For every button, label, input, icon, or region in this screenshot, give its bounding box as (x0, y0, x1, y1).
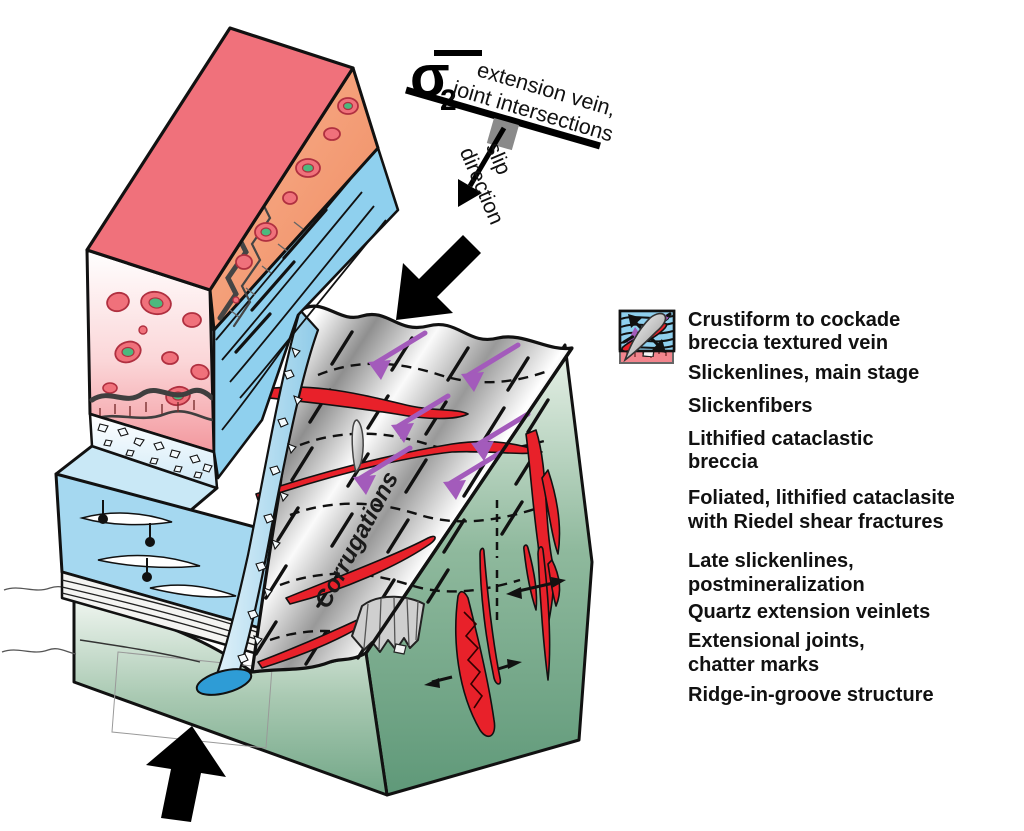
stress-note: extension vein, joint intersections (449, 57, 619, 146)
slickenfibers-fan (351, 595, 425, 655)
breccia-band (88, 412, 219, 490)
legend-item-quartz-veinlets: Quartz extension veinlets (618, 314, 1022, 624)
fault-footwall-edge (364, 347, 574, 654)
slip-direction-big-arrow (396, 235, 481, 320)
late-slickenlines-arrows (356, 330, 531, 487)
fault-breccia-strip (195, 308, 320, 696)
pin-marks (98, 500, 155, 582)
crustiform-comb (99, 400, 195, 417)
slip-direction-arrowhead (458, 179, 482, 207)
blue-toe (195, 668, 253, 696)
legend-item-cataclastic-breccia: Lithified cataclastic breccia (618, 309, 1022, 475)
legend-item-ridge-in-groove: Ridge-in-groove structure (618, 312, 1022, 707)
legend-item-slickenfibers: Slickenfibers (618, 313, 1022, 418)
comb-hatch (229, 221, 304, 318)
slip-direction-label: slip direction (455, 139, 516, 228)
dark-vein (89, 387, 215, 403)
legend-item-slickenlines: Slickenlines, main stage (618, 311, 1022, 385)
legend-label: Slickenfibers (688, 395, 813, 418)
legend-item-crustiform: Crustiform to cockade breccia textured v… (618, 309, 1022, 364)
legend-label: Late slickenlines, postmineralization (688, 550, 865, 596)
sigma2-plane-line (405, 86, 601, 150)
sigma2-subscript: 2 (440, 84, 457, 117)
legend: Crustiform to cockade breccia textured v… (618, 309, 1022, 707)
strip-clasts (237, 347, 303, 664)
hanging-wall-front-face (85, 248, 216, 454)
cockade-blobs (102, 290, 210, 407)
slickenlines-main-stage (254, 330, 550, 666)
slip-direction-arrow-shaft (467, 126, 507, 188)
legend-label: Slickenlines, main stage (688, 361, 920, 384)
legend-label: Foliated, lithified cataclasite with Rie… (688, 487, 955, 533)
legend-item-late-slickenlines: Late slickenlines, postmineralization (618, 314, 1022, 597)
stress-annotation: σ 2 extension vein, joint intersections … (405, 44, 619, 228)
cockades-side (232, 97, 359, 304)
quartz-extension-veinlets (424, 429, 566, 738)
legend-item-foliated-cataclasite: Foliated, lithified cataclasite with Rie… (618, 309, 1022, 534)
foliation-lines (215, 179, 387, 431)
legend-label: Lithified cataclastic breccia (688, 427, 874, 473)
extension-arrows (424, 577, 566, 688)
ridge-in-groove (351, 419, 364, 474)
red-veins-on-surface (249, 386, 543, 669)
hanging-wall-top-face (85, 26, 355, 292)
ground-squiggle (1, 648, 77, 655)
legend-item-extensional-joints: Extensional joints, chatter marks (618, 312, 1022, 677)
legend-label: Crustiform to cockade breccia textured v… (688, 309, 901, 355)
legend-label: Extensional joints, chatter marks (688, 630, 865, 676)
foliated-cataclasite-zone (212, 146, 400, 480)
legend-label: Quartz extension veinlets (688, 600, 931, 623)
late-slickenlines-arrowheads (353, 360, 494, 500)
legend-label: Ridge-in-groove structure (688, 684, 934, 707)
compression-arrow-bottom (146, 726, 226, 822)
